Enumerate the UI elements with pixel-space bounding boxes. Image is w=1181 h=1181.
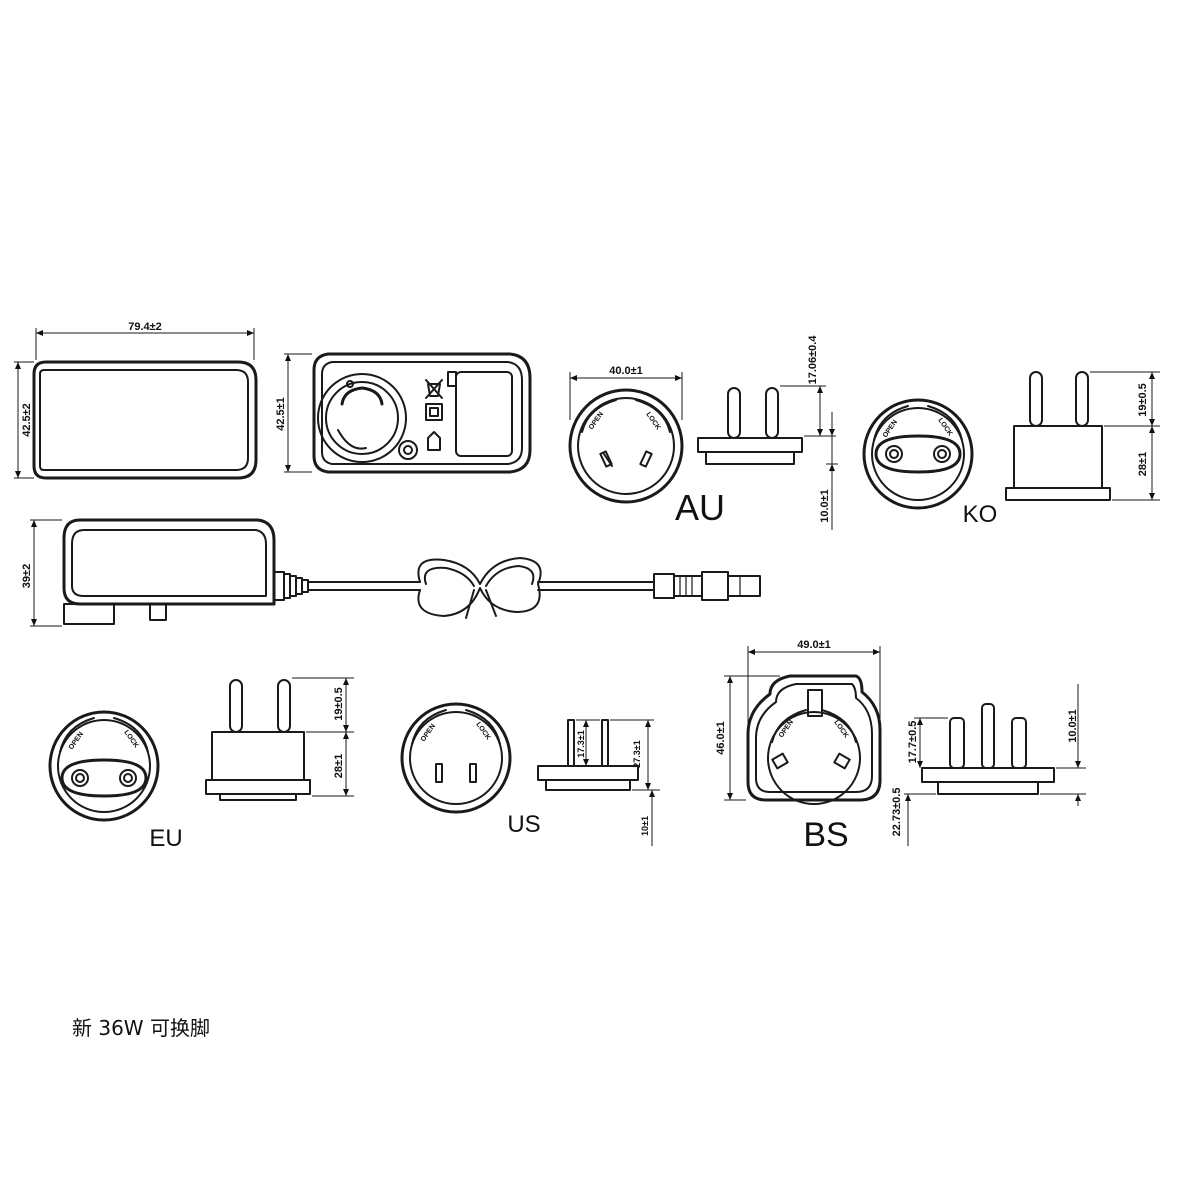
bs-width-label: 49.0±1 <box>797 639 831 651</box>
au-base-label: 10.0±1 <box>819 489 831 523</box>
ko-plug-side: 19±0.5 28±1 <box>1005 371 1160 501</box>
bs-plug-front: OPEN LOCK 49.0±1 46.0±1 BS <box>715 639 882 854</box>
us-total-label: 27.3±1 <box>632 740 642 767</box>
eu-plug-side: 19±0.5 28±1 <box>205 677 354 801</box>
eu-base-label: 28±1 <box>333 754 345 778</box>
us-plug-front: OPEN LOCK US <box>400 702 541 838</box>
au-diameter-label: 40.0±1 <box>609 365 643 377</box>
us-base-label: 10±1 <box>640 816 650 836</box>
adapter-front-height-label: 42.5±2 <box>21 403 33 437</box>
bs-pin-top-label: 10.0±1 <box>1067 709 1079 743</box>
us-plug-side: 17.3±1 27.3±1 10±1 <box>537 719 660 846</box>
ko-base-label: 28±1 <box>1137 452 1149 476</box>
bs-plug-name: BS <box>803 816 848 854</box>
au-plug-front: OPEN LOCK 40.0±1 AU <box>568 365 725 528</box>
bs-height-label: 46.0±1 <box>715 721 727 755</box>
au-plug-name: AU <box>675 487 725 528</box>
drawing-caption: 新 36W 可换脚 <box>72 1016 210 1040</box>
ko-plug-name: KO <box>963 501 998 528</box>
au-plug-side: 17.06±0.4 10.0±1 <box>697 335 838 530</box>
adapter-front-view: 79.4±2 42.5±2 <box>14 321 258 480</box>
adapter-depth-label: 39±2 <box>21 564 33 588</box>
adapter-width-label: 79.4±2 <box>128 321 162 333</box>
ko-plug-front: OPEN LOCK KO <box>862 398 998 528</box>
adapter-back-height-label: 42.5±1 <box>275 397 287 431</box>
bs-lock-label: LOCK <box>832 719 849 739</box>
ko-pin-label: 19±0.5 <box>1137 383 1149 417</box>
adapter-side-view: 39±2 <box>21 518 309 627</box>
bs-pin-label: 17.7±0.5 <box>907 721 919 764</box>
eu-plug-name: EU <box>149 825 182 852</box>
us-plug-name: US <box>507 811 540 838</box>
eu-plug-front: OPEN LOCK EU <box>48 710 183 852</box>
bs-base-label: 22.73±0.5 <box>891 788 903 837</box>
adapter-back-view: 42.5±1 <box>275 352 532 474</box>
us-pin-label: 17.3±1 <box>576 730 586 757</box>
bs-open-label: OPEN <box>778 719 795 739</box>
dc-cable <box>307 557 761 619</box>
eu-pin-label: 19±0.5 <box>333 687 345 721</box>
bs-plug-side: 17.7±0.5 22.73±0.5 10.0±1 <box>891 684 1086 846</box>
au-lock-label: LOCK <box>644 411 661 431</box>
au-pin-label: 17.06±0.4 <box>807 335 819 385</box>
